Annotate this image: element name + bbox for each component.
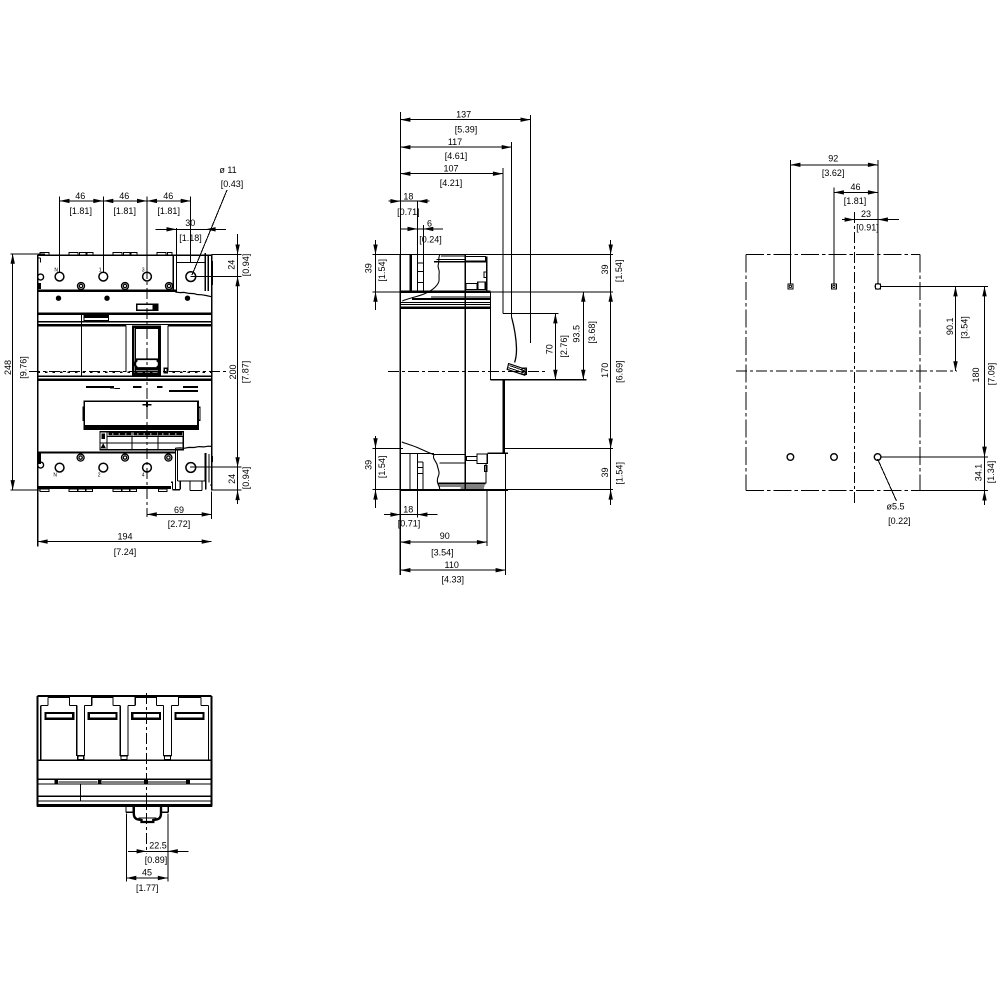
svg-text:170: 170 — [600, 363, 610, 378]
svg-text:34.1: 34.1 — [974, 464, 984, 482]
svg-text:[1.81]: [1.81] — [69, 206, 92, 216]
svg-text:137: 137 — [456, 109, 471, 119]
svg-text:93.5: 93.5 — [572, 325, 582, 343]
svg-text:[3.68]: [3.68] — [587, 321, 597, 344]
svg-text:[1.81]: [1.81] — [844, 196, 867, 206]
svg-text:[0.91]: [0.91] — [856, 222, 879, 232]
svg-text:18: 18 — [403, 191, 413, 201]
svg-text:117: 117 — [448, 137, 462, 147]
svg-text:[3.54]: [3.54] — [431, 548, 454, 558]
svg-text:[1.77]: [1.77] — [136, 883, 159, 893]
svg-text:[6.69]: [6.69] — [614, 360, 624, 383]
svg-text:194: 194 — [117, 531, 132, 541]
svg-text:24: 24 — [226, 260, 236, 270]
svg-text:1: 1 — [99, 268, 102, 274]
svg-text:N: N — [53, 473, 57, 479]
svg-text:[0.94]: [0.94] — [241, 254, 251, 277]
svg-text:200: 200 — [228, 364, 238, 379]
svg-text:[4.33]: [4.33] — [442, 574, 465, 584]
svg-text:[1.54]: [1.54] — [377, 456, 387, 479]
svg-text:45: 45 — [142, 867, 152, 877]
svg-text:30: 30 — [185, 218, 195, 228]
svg-text:110: 110 — [445, 560, 459, 570]
svg-text:18: 18 — [403, 504, 413, 514]
svg-text:N: N — [54, 268, 58, 274]
svg-text:[5.39]: [5.39] — [455, 124, 478, 134]
svg-text:[1.18]: [1.18] — [179, 233, 202, 243]
svg-text:39: 39 — [600, 467, 610, 477]
svg-text:90.1: 90.1 — [945, 318, 955, 336]
svg-text:46: 46 — [75, 191, 85, 201]
svg-text:39: 39 — [363, 263, 373, 273]
svg-text:24: 24 — [227, 474, 237, 484]
svg-text:ø5.5: ø5.5 — [886, 501, 904, 511]
svg-text:[1.54]: [1.54] — [614, 462, 624, 485]
svg-text:70: 70 — [545, 344, 555, 354]
svg-text:22.5: 22.5 — [149, 841, 167, 851]
svg-text:[4.21]: [4.21] — [440, 178, 463, 188]
svg-text:[1.81]: [1.81] — [157, 206, 180, 216]
svg-text:6: 6 — [427, 218, 432, 228]
svg-text:46: 46 — [119, 191, 129, 201]
svg-text:107: 107 — [443, 163, 458, 173]
svg-text:3: 3 — [142, 268, 145, 274]
svg-text:[9.76]: [9.76] — [18, 356, 28, 379]
svg-text:ø 11: ø 11 — [219, 165, 236, 175]
svg-text:92: 92 — [828, 154, 838, 164]
svg-text:2: 2 — [98, 473, 101, 479]
svg-text:39: 39 — [363, 460, 373, 470]
svg-text:[0.71]: [0.71] — [397, 207, 420, 217]
svg-text:[3.54]: [3.54] — [960, 316, 970, 339]
svg-text:4: 4 — [142, 473, 145, 479]
svg-text:[0.89]: [0.89] — [145, 855, 168, 865]
svg-text:46: 46 — [163, 191, 173, 201]
svg-text:[0.24]: [0.24] — [419, 234, 442, 244]
svg-text:180: 180 — [971, 367, 981, 382]
svg-text:39: 39 — [600, 264, 610, 274]
svg-text:[1.54]: [1.54] — [377, 259, 387, 282]
svg-text:[2.76]: [2.76] — [559, 335, 569, 358]
svg-text:[7.09]: [7.09] — [987, 363, 997, 386]
svg-text:[0.22]: [0.22] — [888, 516, 911, 526]
svg-text:[7.24]: [7.24] — [114, 547, 137, 557]
svg-text:[1.54]: [1.54] — [614, 260, 624, 283]
svg-text:[0.94]: [0.94] — [241, 467, 251, 490]
svg-text:[0.43]: [0.43] — [221, 179, 244, 189]
svg-text:[4.61]: [4.61] — [445, 151, 468, 161]
svg-text:90: 90 — [440, 531, 450, 541]
svg-text:[7.87]: [7.87] — [241, 361, 251, 384]
svg-text:[1.81]: [1.81] — [113, 206, 136, 216]
svg-text:[2.72]: [2.72] — [168, 519, 191, 529]
svg-text:46: 46 — [850, 182, 860, 192]
svg-text:[0.71]: [0.71] — [398, 519, 421, 529]
svg-text:69: 69 — [174, 505, 184, 515]
svg-text:248: 248 — [3, 360, 13, 375]
svg-text:23: 23 — [861, 209, 871, 219]
svg-text:[3.62]: [3.62] — [822, 168, 845, 178]
svg-text:[1.34]: [1.34] — [986, 461, 996, 484]
